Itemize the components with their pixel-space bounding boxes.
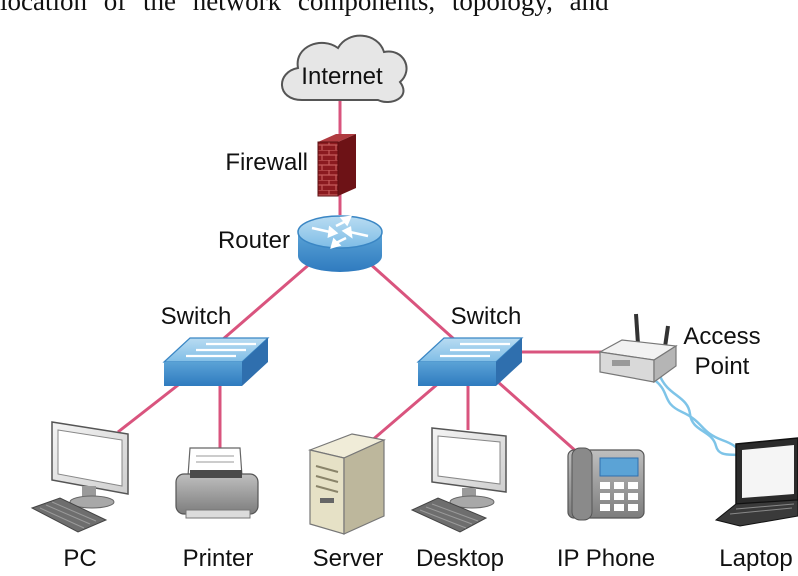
- link-switch-right-server: [369, 380, 441, 444]
- links: [117, 100, 605, 455]
- ip-phone-label: IP Phone: [557, 545, 655, 572]
- firewall-label: Firewall: [225, 149, 308, 176]
- desktop-icon: [410, 427, 507, 533]
- switch-right-label: Switch: [451, 303, 522, 330]
- switch-left-icon: [162, 337, 270, 386]
- link-switch-left-pc: [117, 380, 183, 434]
- link-switch-right-ipphone: [497, 380, 579, 455]
- ip-phone-icon: [567, 447, 645, 521]
- pc-label: PC: [63, 545, 96, 572]
- access-point-icon: [598, 313, 678, 384]
- printer-icon: [175, 447, 259, 519]
- server-icon: [307, 433, 386, 535]
- link-router-switch-right: [366, 260, 457, 342]
- router-icon: [297, 215, 383, 272]
- laptop-label: Laptop: [719, 545, 792, 572]
- server-label: Server: [313, 545, 384, 572]
- internet-cloud-icon: [281, 34, 408, 103]
- pc-icon: [30, 421, 129, 533]
- link-router-switch-left: [221, 260, 313, 342]
- header-text: location of the network components, topo…: [0, 0, 609, 16]
- printer-label: Printer: [183, 545, 254, 572]
- switch-right-icon: [416, 337, 524, 386]
- switch-left-label: Switch: [161, 303, 232, 330]
- router-label: Router: [218, 227, 290, 254]
- internet-label: Internet: [301, 63, 383, 90]
- firewall-icon: [317, 134, 356, 197]
- laptop-icon: [714, 437, 798, 527]
- desktop-label: Desktop: [416, 545, 504, 572]
- access-point-label-line1: Access: [683, 323, 760, 350]
- access-point-label-line2: Point: [695, 353, 750, 380]
